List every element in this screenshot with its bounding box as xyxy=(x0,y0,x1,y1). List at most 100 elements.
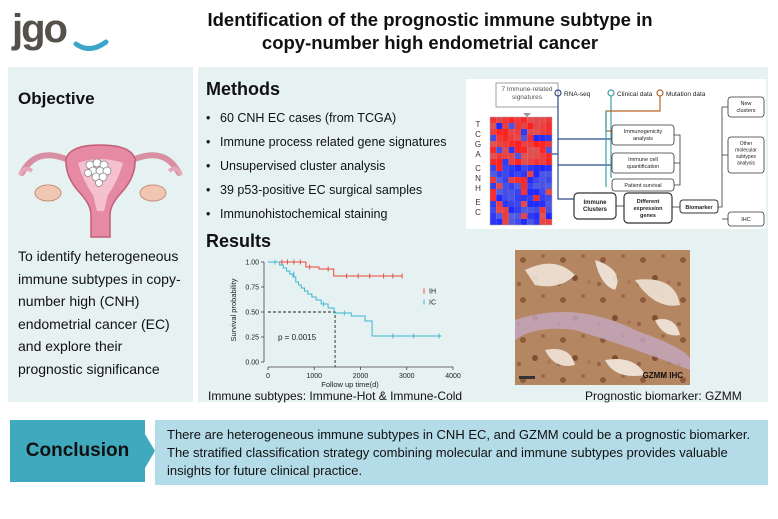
heatmap-cell xyxy=(514,201,521,207)
signatures-box xyxy=(495,82,559,108)
heatmap-cell xyxy=(545,201,552,207)
km-x-tick-label: 1000 xyxy=(306,373,322,380)
heatmap-cell xyxy=(521,141,528,147)
heatmap-cell xyxy=(508,189,515,195)
heatmap-cell xyxy=(521,195,528,201)
heatmap-cell xyxy=(539,183,546,189)
heatmap-cell xyxy=(521,123,528,129)
heatmap-cell xyxy=(545,129,552,135)
heatmap-cell xyxy=(539,117,546,123)
km-y-label: Survival probability xyxy=(229,278,238,341)
heatmap-cell xyxy=(508,117,515,123)
heatmap-cell xyxy=(521,201,528,207)
km-x-label: Follow up time(d) xyxy=(321,380,379,389)
heatmap-cell xyxy=(545,147,552,153)
heatmap-cell xyxy=(533,219,540,225)
heatmap-cell xyxy=(545,141,552,147)
heatmap-cell xyxy=(521,171,528,177)
heatmap-cell xyxy=(545,219,552,225)
heatmap-cell xyxy=(496,159,503,165)
heatmap-cell xyxy=(527,141,534,147)
heatmap-cell xyxy=(514,153,521,159)
heatmap-cell xyxy=(490,213,497,219)
heatmap-cell xyxy=(502,171,509,177)
heatmap-cell xyxy=(496,117,503,123)
heatmap-cell xyxy=(490,165,497,171)
heatmap-cell xyxy=(508,147,515,153)
km-median-line xyxy=(268,311,336,367)
heatmap-cell xyxy=(521,189,528,195)
heatmap-cell xyxy=(527,207,534,213)
new-clusters-box xyxy=(727,96,765,118)
heatmap-cell xyxy=(533,117,540,123)
heatmap-cell xyxy=(539,123,546,129)
heatmap-cell xyxy=(539,201,546,207)
bracket-line xyxy=(674,134,681,186)
heatmap-cell xyxy=(502,183,509,189)
heatmap-cell xyxy=(490,117,497,123)
heatmap-cell xyxy=(533,159,540,165)
heatmap-cell xyxy=(508,183,515,189)
heatmap-cell xyxy=(496,189,503,195)
heatmap-cell xyxy=(521,177,528,183)
heatmap-cell xyxy=(533,147,540,153)
heatmap-cell xyxy=(527,171,534,177)
km-legend-label: IC xyxy=(429,300,436,307)
uterus-illustration xyxy=(18,144,183,238)
heatmap-cell xyxy=(502,219,509,225)
heatmap-cell xyxy=(502,147,509,153)
heatmap-cell xyxy=(527,183,534,189)
km-y-tick-label: 0.50 xyxy=(245,310,259,317)
heatmap-cell xyxy=(545,207,552,213)
heatmap-cell xyxy=(496,195,503,201)
title-line-2: copy-number high endometrial cancer xyxy=(261,32,599,53)
heatmap-cell xyxy=(539,147,546,153)
heatmap-cell xyxy=(533,201,540,207)
heatmap-cell xyxy=(496,147,503,153)
methods-item: Unsupervised cluster analysis xyxy=(206,157,447,181)
heatmap-cell xyxy=(527,129,534,135)
heatmap-cell xyxy=(514,117,521,123)
biomarker-branch-lines xyxy=(718,106,728,220)
km-p-value: p = 0.0015 xyxy=(278,333,317,342)
heatmap-cell xyxy=(545,135,552,141)
heatmap-cell xyxy=(533,153,540,159)
heatmap-cell xyxy=(502,213,509,219)
methods-item: Immunohistochemical staining xyxy=(206,205,447,229)
heatmap-cell xyxy=(545,189,552,195)
gzmm-ihc-image: GZMM IHC xyxy=(515,250,690,385)
km-y-tick-label: 1.00 xyxy=(245,260,259,267)
logo-swoosh xyxy=(73,39,109,51)
heatmap-cell xyxy=(533,141,540,147)
heatmap-cell xyxy=(508,141,515,147)
rna-seq-label: RNA-seq xyxy=(564,91,591,98)
heatmap-cell xyxy=(514,189,521,195)
km-caption: Immune subtypes: Immune-Hot & Immune-Col… xyxy=(208,389,463,403)
heatmap-cell xyxy=(514,195,521,201)
conclusion-text: There are heterogeneous immune subtypes … xyxy=(155,420,768,485)
heatmap-cell xyxy=(539,153,546,159)
heatmap-cell xyxy=(521,165,528,171)
signatures-arrow xyxy=(523,107,531,117)
heatmap-cell xyxy=(502,189,509,195)
heatmap-cell xyxy=(533,129,540,135)
heatmap-cell xyxy=(539,135,546,141)
heatmap xyxy=(490,117,552,225)
heatmap-cell xyxy=(514,213,521,219)
heatmap-cell xyxy=(502,153,509,159)
heatmap-cell xyxy=(533,207,540,213)
clinical-data-label: Clinical data xyxy=(617,91,653,98)
heatmap-cell xyxy=(490,195,497,201)
heatmap-cell xyxy=(545,123,552,129)
heatmap-cell xyxy=(508,219,515,225)
heatmap-cell xyxy=(533,195,540,201)
heatmap-cell xyxy=(521,135,528,141)
heatmap-cell xyxy=(539,207,546,213)
heatmap-cell xyxy=(527,159,534,165)
